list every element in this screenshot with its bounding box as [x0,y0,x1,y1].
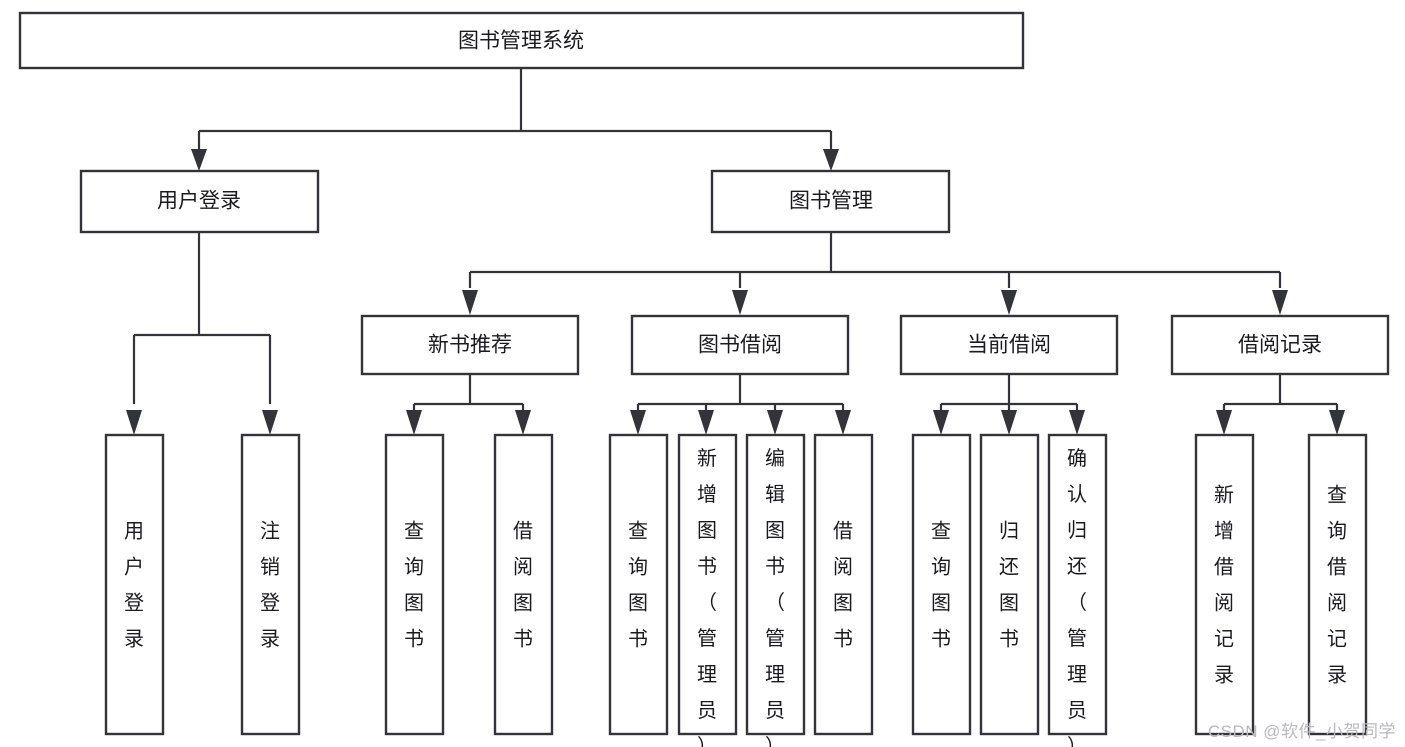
node-root-box[interactable] [18,11,1025,70]
arrow-leaf-confirm-return [1069,410,1085,435]
node-current-borrow-box[interactable] [899,314,1119,376]
node-leaf-add-record-label: 新增借阅记录 [1214,484,1234,687]
node-leaf-query-record-label: 查询借阅记录 [1327,484,1347,687]
node-book-borrow-box[interactable] [630,314,850,376]
node-leaf-add-record[interactable]: 新增借阅记录 [1194,433,1255,736]
node-leaf-confirm-return-box[interactable] [1047,433,1108,736]
connector-book-management-bus [468,232,1282,288]
arrow-leaf-query-book-1 [406,410,422,435]
arrow-new-book-recommend [462,290,478,315]
node-leaf-query-book-2-box[interactable] [608,433,669,736]
arrow-borrow-record [1272,290,1288,315]
node-leaf-query-book-2-label: 查询图书 [628,520,648,651]
node-leaf-user-login-label: 用户登录 [124,521,144,651]
node-borrow-record-box[interactable] [1170,314,1390,376]
node-new-book-recommend-box[interactable] [360,314,580,376]
node-leaf-query-book-3[interactable]: 查询图书 [911,433,972,736]
node-book-borrow[interactable]: 图书借阅 [630,314,850,376]
arrow-current-borrow [1001,290,1017,315]
arrow-leaf-borrow-book-1 [515,410,531,435]
node-leaf-query-book-2[interactable]: 查询图书 [608,433,669,736]
node-root[interactable]: 图书管理系统 [18,11,1025,70]
node-leaf-borrow-book-1-label: 借阅图书 [513,520,533,651]
node-leaf-query-book-1-label: 查询图书 [404,520,424,651]
node-user-login-label: 用户登录 [157,190,241,213]
node-leaf-borrow-book-1[interactable]: 借阅图书 [493,433,554,736]
node-leaf-confirm-return-label: 确认归还（管理员） [1067,447,1087,747]
connector-book-borrow-bus [636,374,845,412]
node-leaf-query-record[interactable]: 查询借阅记录 [1307,433,1368,736]
node-user-login[interactable]: 用户登录 [79,169,320,234]
arrow-leaf-query-book-3 [933,410,949,435]
node-leaf-borrow-book-2-label: 借阅图书 [833,520,853,651]
node-borrow-record-label: 借阅记录 [1238,334,1322,357]
node-leaf-add-book[interactable]: 新增图书（管理员） [677,433,738,747]
node-leaf-borrow-book-2[interactable]: 借阅图书 [813,433,874,736]
connector-borrow-record-bus [1222,374,1339,412]
node-leaf-return-book[interactable]: 归还图书 [979,433,1040,736]
arrow-leaf-user-login [126,410,142,435]
connector-current-borrow-bus [939,374,1079,412]
node-leaf-return-book-box[interactable] [979,433,1040,736]
arrow-leaf-borrow-book-2 [835,410,851,435]
node-borrow-record[interactable]: 借阅记录 [1170,314,1390,376]
node-leaf-edit-book[interactable]: 编辑图书（管理员） [745,433,806,747]
node-root-label: 图书管理系统 [458,30,584,53]
node-user-login-box[interactable] [79,169,320,234]
node-book-management-label: 图书管理 [789,190,873,213]
node-new-book-recommend-label: 新书推荐 [428,334,512,357]
node-leaf-add-record-box[interactable] [1194,433,1255,736]
node-book-management[interactable]: 图书管理 [710,169,951,234]
node-leaf-logout-login-label: 注销登录 [260,520,280,651]
arrow-book-management [823,149,839,171]
arrow-book-borrow [732,290,748,315]
connector-layer [126,68,1345,435]
node-leaf-query-book-1-box[interactable] [384,433,445,736]
arrow-leaf-logout-login [262,410,278,435]
arrow-leaf-add-record [1216,410,1232,435]
node-leaf-borrow-book-1-box[interactable] [493,433,554,736]
node-leaf-user-login-box[interactable] [104,433,165,736]
node-leaf-user-login[interactable]: 用户登录 [104,433,165,736]
connector-user-login-bus [132,232,272,404]
connector-root-bus [197,68,833,156]
node-book-borrow-label: 图书借阅 [698,334,782,357]
node-leaf-query-book-3-label: 查询图书 [931,520,951,651]
node-leaf-logout-login-box[interactable] [240,433,301,736]
node-current-borrow-label: 当前借阅 [967,334,1051,357]
arrow-leaf-edit-book [767,410,783,435]
node-leaf-add-book-label: 新增图书（管理员） [697,447,717,747]
node-current-borrow[interactable]: 当前借阅 [899,314,1119,376]
node-new-book-recommend[interactable]: 新书推荐 [360,314,580,376]
node-leaf-query-book-1[interactable]: 查询图书 [384,433,445,736]
node-leaf-confirm-return[interactable]: 确认归还（管理员） [1047,433,1108,747]
arrow-user-login [191,149,207,171]
node-leaf-edit-book-label: 编辑图书（管理员） [765,447,785,747]
arrow-leaf-return-book [1001,410,1017,435]
arrow-leaf-query-book-2 [630,410,646,435]
arrow-leaf-add-book [698,410,714,435]
node-leaf-logout-login[interactable]: 注销登录 [240,433,301,736]
node-leaf-query-record-box[interactable] [1307,433,1368,736]
arrow-leaf-query-record [1329,410,1345,435]
node-leaf-return-book-label: 归还图书 [999,520,1019,651]
node-book-management-box[interactable] [710,169,951,234]
node-leaf-borrow-book-2-box[interactable] [813,433,874,736]
node-leaf-add-book-box[interactable] [677,433,738,736]
connector-new-book-recommend-bus [412,374,525,412]
node-leaf-query-book-3-box[interactable] [911,433,972,736]
node-leaf-edit-book-box[interactable] [745,433,806,736]
